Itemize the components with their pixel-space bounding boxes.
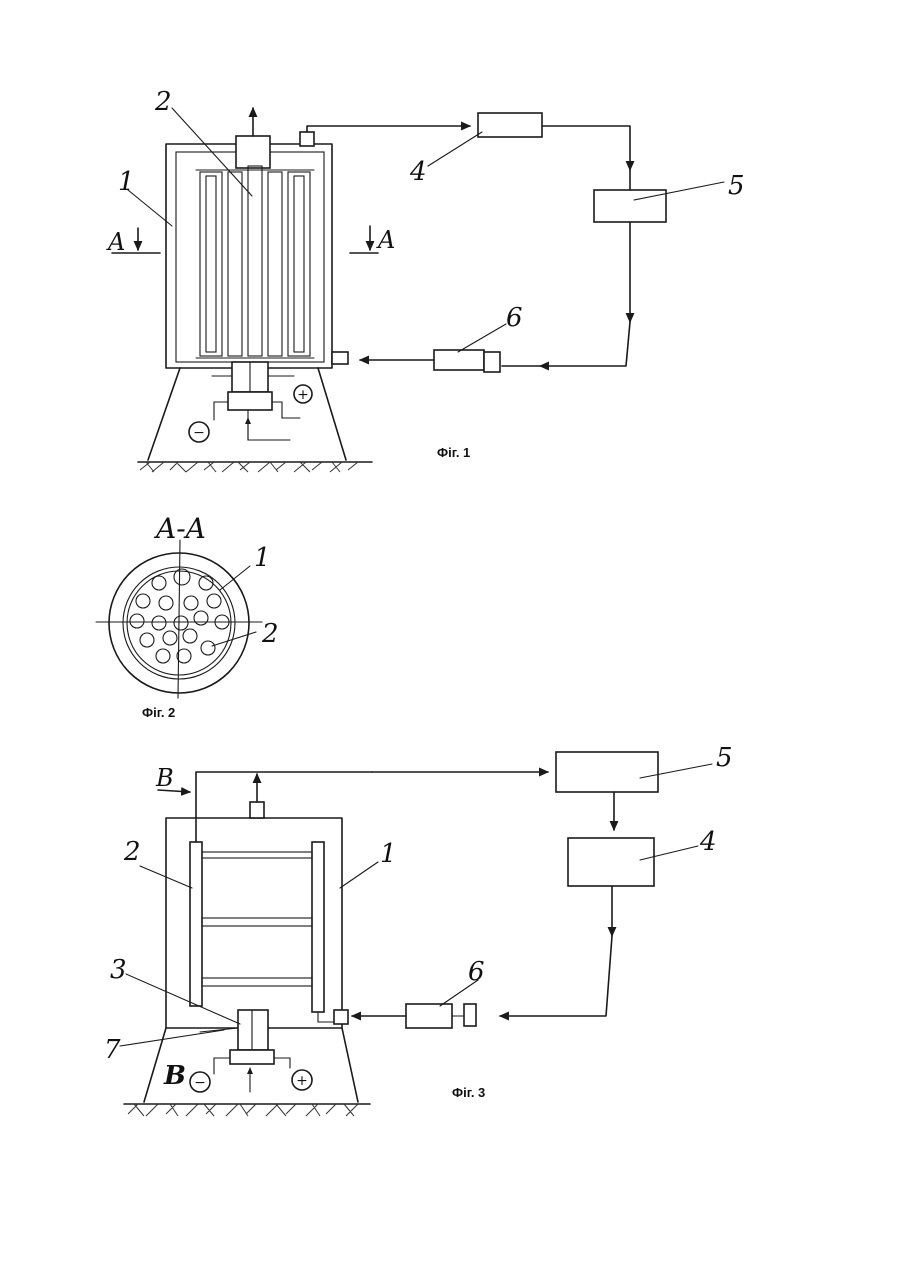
label-2: 2 xyxy=(154,87,172,117)
label-6: 6 xyxy=(506,303,523,333)
plus-sign: + xyxy=(296,1073,308,1089)
support-leg-right xyxy=(342,1028,358,1102)
figure-2: A-A 1 2 Фіг. 2 xyxy=(96,512,279,720)
inlet-label-top: B xyxy=(155,764,174,792)
plates xyxy=(202,852,312,986)
unit-4 xyxy=(478,113,542,137)
inlet-label-bottom: B xyxy=(163,1061,186,1091)
top-outlet-pipe xyxy=(236,136,270,168)
fig3-label-7: 7 xyxy=(104,1035,121,1065)
housing-inner-wall xyxy=(176,152,324,362)
pipe-to-6 xyxy=(500,936,612,1016)
unit-6-coupling xyxy=(464,1004,476,1026)
leader-7 xyxy=(120,1030,224,1046)
fig3-label-1: 1 xyxy=(380,839,397,869)
tube-right xyxy=(312,842,324,1012)
leader-6 xyxy=(458,324,506,352)
label-4: 4 xyxy=(409,157,427,187)
support-leg-left xyxy=(148,368,180,460)
ground-hatch xyxy=(138,462,372,472)
pipe-to-4 xyxy=(307,126,470,132)
caption-fig-2: Фіг. 2 xyxy=(142,705,175,720)
fig3-label-4: 4 xyxy=(699,827,717,857)
electrode-assembly xyxy=(212,362,300,440)
unit-5 xyxy=(556,752,658,792)
fig3-label-3: 3 xyxy=(110,955,127,985)
caption-fig-3: Фіг. 3 xyxy=(452,1085,485,1100)
minus-sign: − xyxy=(193,425,205,441)
fig3-label-6: 6 xyxy=(468,957,485,987)
support-leg-right xyxy=(318,368,346,460)
tube-bundle-2 xyxy=(196,166,314,358)
figure-1: + − A A 1 2 xyxy=(106,87,745,472)
leader-1 xyxy=(340,862,378,888)
ground-hatch xyxy=(124,1104,370,1116)
tube-2 xyxy=(190,842,202,1006)
housing-1 xyxy=(166,144,332,368)
fig2-label-2: 2 xyxy=(261,619,279,649)
electrode-assembly-3 xyxy=(200,1010,300,1092)
unit-4 xyxy=(568,838,654,886)
caption-fig-1: Фіг. 1 xyxy=(437,445,470,460)
top-right-connector xyxy=(300,132,314,146)
side-inlet xyxy=(334,1010,348,1024)
unit-5 xyxy=(594,190,666,222)
label-5: 5 xyxy=(728,171,745,201)
pipe-from-inlet xyxy=(196,772,372,842)
pipe-4-to-5 xyxy=(542,126,630,170)
fig3-label-2: 2 xyxy=(123,837,141,867)
unit-6 xyxy=(406,1004,452,1028)
leader-4 xyxy=(428,132,482,166)
center-line-vertical xyxy=(178,540,180,698)
minus-sign: − xyxy=(194,1075,206,1091)
pipe-to-6 xyxy=(540,322,630,366)
figure-3: B − + B xyxy=(104,743,733,1116)
fig3-label-5: 5 xyxy=(716,743,733,773)
unit-6 xyxy=(434,350,484,370)
label-1: 1 xyxy=(118,167,135,197)
top-outlet xyxy=(250,802,264,818)
fig2-label-1: 1 xyxy=(254,543,271,573)
section-letter-left: A xyxy=(106,228,125,256)
unit-6-motor xyxy=(484,352,500,372)
section-letter-right: A xyxy=(376,226,395,254)
plus-sign: + xyxy=(297,387,309,403)
side-inlet xyxy=(332,352,348,364)
leader-3 xyxy=(126,974,240,1024)
